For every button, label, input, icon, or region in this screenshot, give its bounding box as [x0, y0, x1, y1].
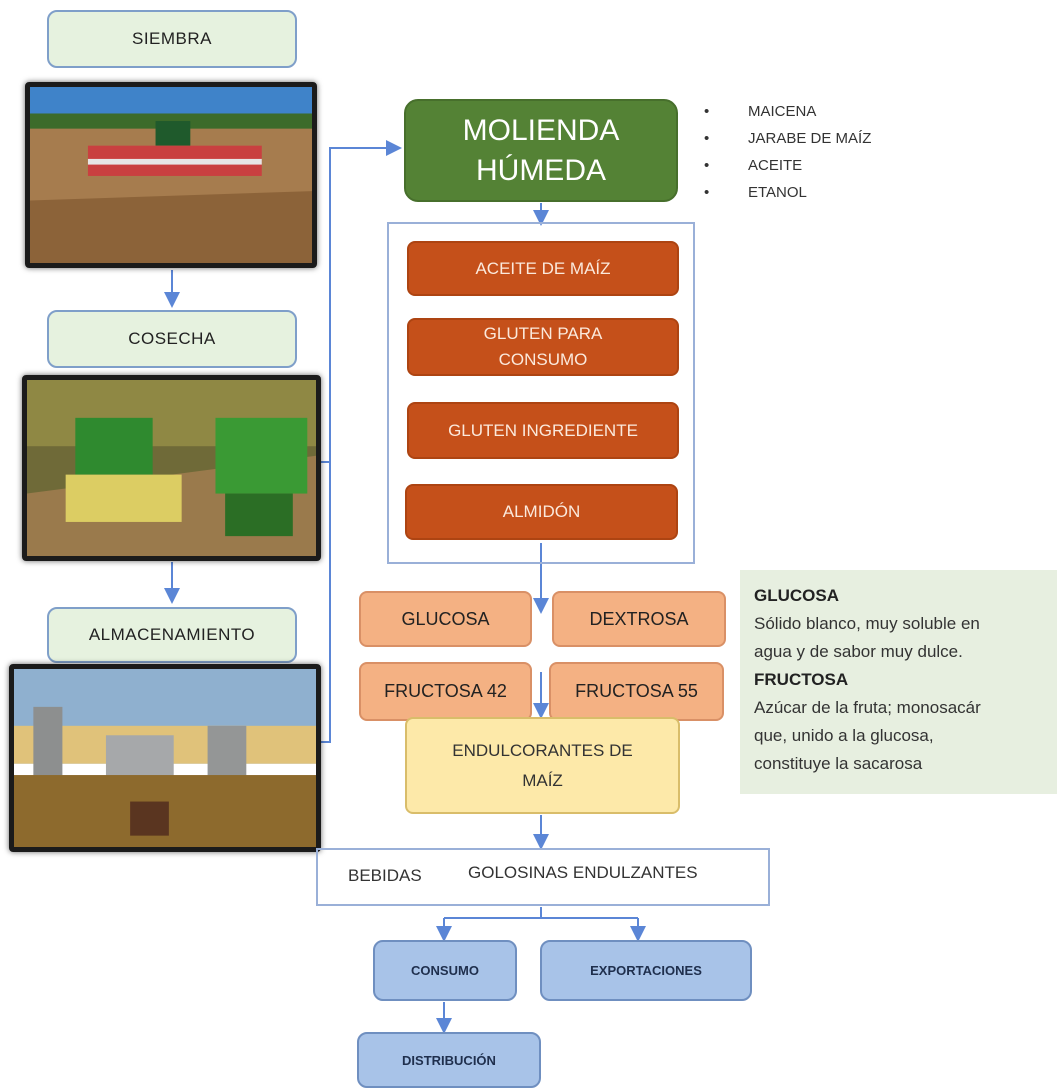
distribucion-box: DISTRIBUCIÓN [357, 1032, 541, 1088]
info-glucosa-text2: agua y de sabor muy dulce. [754, 642, 963, 661]
info-fructosa-text3: constituye la sacarosa [754, 754, 923, 773]
endulcorantes-line2: MAÍZ [522, 770, 563, 790]
almidon-box: ALMIDÓN [405, 484, 678, 540]
info-glucosa-title: GLUCOSA [754, 586, 839, 605]
aceite-maiz-box: ACEITE DE MAÍZ [407, 241, 679, 296]
almacenamiento-photo [9, 664, 321, 852]
dextrosa-label: DEXTROSA [589, 608, 689, 629]
golosinas-label: GOLOSINAS ENDULZANTES [468, 863, 698, 882]
product-item: •ACEITE [704, 157, 803, 174]
products-list: •MAICENA •JARABE DE MAÍZ •ACEITE •ETANOL [700, 98, 871, 206]
product-item: •JARABE DE MAÍZ [704, 130, 872, 147]
fructosa42-box: FRUCTOSA 42 [359, 662, 532, 721]
info-panel: GLUCOSA Sólido blanco, muy soluble en ag… [740, 570, 1057, 794]
gluten-consumo-line2: CONSUMO [498, 350, 588, 369]
siembra-photo [25, 82, 317, 268]
endulcorantes-line1: ENDULCORANTES DE [452, 740, 633, 760]
fructosa42-label: FRUCTOSA 42 [384, 681, 507, 701]
consumo-box: CONSUMO [373, 940, 517, 1001]
dextrosa-box: DEXTROSA [552, 591, 726, 647]
endulcorantes-box: ENDULCORANTES DE MAÍZ [405, 717, 680, 814]
exportaciones-label: EXPORTACIONES [590, 963, 702, 978]
exportaciones-box: EXPORTACIONES [540, 940, 752, 1001]
gluten-ingrediente-label: GLUTEN INGREDIENTE [448, 420, 638, 440]
almacenamiento-box: ALMACENAMIENTO [47, 607, 297, 663]
molienda-line1: MOLIENDA [462, 113, 620, 147]
molienda-line2: HÚMEDA [475, 153, 606, 187]
bebidas-label: BEBIDAS [348, 866, 422, 885]
info-fructosa-text2: que, unido a la glucosa, [754, 726, 934, 745]
cosecha-label: COSECHA [128, 329, 216, 348]
cosecha-photo [22, 375, 321, 561]
gluten-consumo-box: GLUTEN PARA CONSUMO [407, 318, 679, 376]
glucosa-box: GLUCOSA [359, 591, 532, 647]
glucosa-label: GLUCOSA [401, 608, 490, 629]
product-item: •MAICENA [704, 103, 817, 120]
info-fructosa-text1: Azúcar de la fruta; monosacár [754, 698, 981, 717]
almacenamiento-label: ALMACENAMIENTO [88, 625, 256, 644]
almidon-label: ALMIDÓN [502, 502, 581, 521]
cosecha-box: COSECHA [47, 310, 297, 368]
fructosa55-box: FRUCTOSA 55 [549, 662, 724, 721]
gluten-ingrediente-box: GLUTEN INGREDIENTE [407, 402, 679, 459]
info-glucosa-text1: Sólido blanco, muy soluble en [754, 614, 980, 633]
siembra-label: SIEMBRA [131, 29, 213, 48]
gluten-consumo-line1: GLUTEN PARA [483, 324, 603, 343]
uses-frame [316, 848, 770, 906]
aceite-maiz-label: ACEITE DE MAÍZ [475, 258, 611, 278]
siembra-box: SIEMBRA [47, 10, 297, 68]
derivatives-frame [387, 222, 695, 564]
consumo-label: CONSUMO [411, 963, 479, 978]
distribucion-label: DISTRIBUCIÓN [402, 1052, 496, 1068]
info-fructosa-title: FRUCTOSA [754, 670, 849, 689]
fructosa55-label: FRUCTOSA 55 [575, 681, 698, 701]
product-item: •ETANOL [704, 184, 807, 201]
molienda-humeda-box: MOLIENDA HÚMEDA [404, 99, 678, 202]
